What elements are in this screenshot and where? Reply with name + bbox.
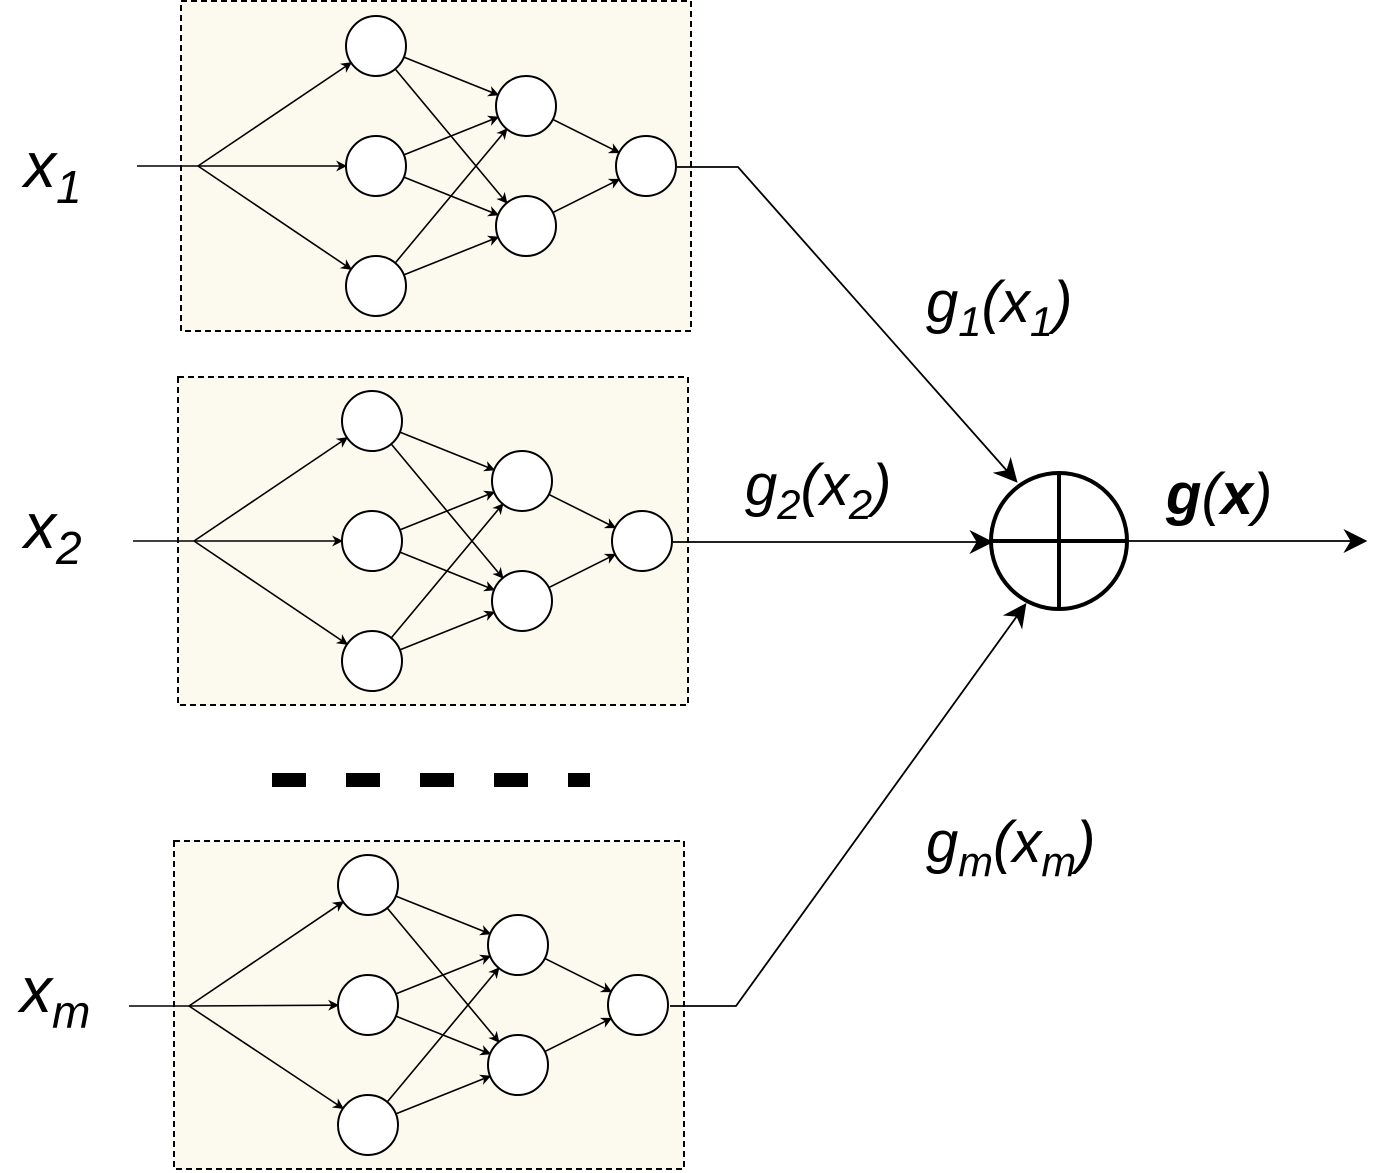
output-edge (544, 957, 613, 993)
output-node (611, 510, 673, 572)
subnetwork-2 (133, 376, 689, 706)
hidden-node-layer1 (341, 390, 403, 452)
output-edge (544, 1017, 613, 1053)
output-edge (548, 493, 617, 529)
input-edge (197, 165, 353, 270)
input-label-xm: xm (17, 954, 90, 1038)
input-edge (188, 901, 345, 1007)
output-node (615, 135, 677, 197)
input-label-x2: x2 (21, 490, 82, 574)
hidden-node-layer1 (345, 135, 407, 197)
hidden-edge (399, 431, 496, 472)
hidden-node-layer1 (337, 974, 399, 1036)
output-label-gm: gm(xm) (926, 810, 1095, 885)
hidden-edge (395, 954, 492, 995)
output-edge (552, 118, 621, 154)
hidden-node-layer2 (495, 75, 557, 137)
hidden-node-layer1 (337, 1094, 399, 1156)
hidden-edge (386, 967, 500, 1103)
output-edge (548, 553, 617, 589)
circled-plus-icon (989, 471, 1129, 611)
hidden-node-layer2 (487, 914, 549, 976)
subnetwork-1 (137, 0, 692, 332)
hidden-node-layer1 (345, 15, 407, 77)
hidden-edge (395, 1074, 492, 1115)
output-node (607, 974, 669, 1036)
hidden-edge (395, 895, 492, 936)
subnetwork-3 (129, 840, 685, 1170)
hidden-node-layer2 (491, 450, 553, 512)
hidden-edge (403, 56, 500, 97)
hidden-node-layer2 (495, 195, 557, 257)
output-label-g1: g1(x1) (926, 270, 1072, 345)
input-edge (193, 540, 349, 645)
hidden-edge (390, 503, 504, 639)
hidden-node-layer1 (341, 510, 403, 572)
input-edge (188, 1005, 344, 1110)
hidden-node-layer2 (491, 570, 553, 632)
hidden-node-layer2 (487, 1034, 549, 1096)
hidden-edge (399, 490, 496, 531)
hidden-node-layer1 (337, 854, 399, 916)
hidden-node-layer1 (341, 630, 403, 692)
hidden-node-layer1 (345, 255, 407, 317)
hidden-edge (403, 115, 500, 156)
flow-arrow-m (670, 603, 1027, 1007)
input-label-x1: x1 (21, 129, 82, 213)
input-edge (188, 999, 340, 1011)
output-edge (552, 178, 621, 214)
hidden-edge (403, 235, 500, 276)
hidden-edge (399, 610, 496, 651)
flow-arrow-1 (677, 166, 1018, 483)
input-edge (193, 437, 349, 542)
subnetworks (129, 0, 692, 1170)
input-edge (197, 62, 353, 167)
hidden-edge (394, 128, 508, 264)
result-label-gx: g(x) (1165, 462, 1272, 527)
output-label-g2: g2(x2) (745, 453, 891, 528)
